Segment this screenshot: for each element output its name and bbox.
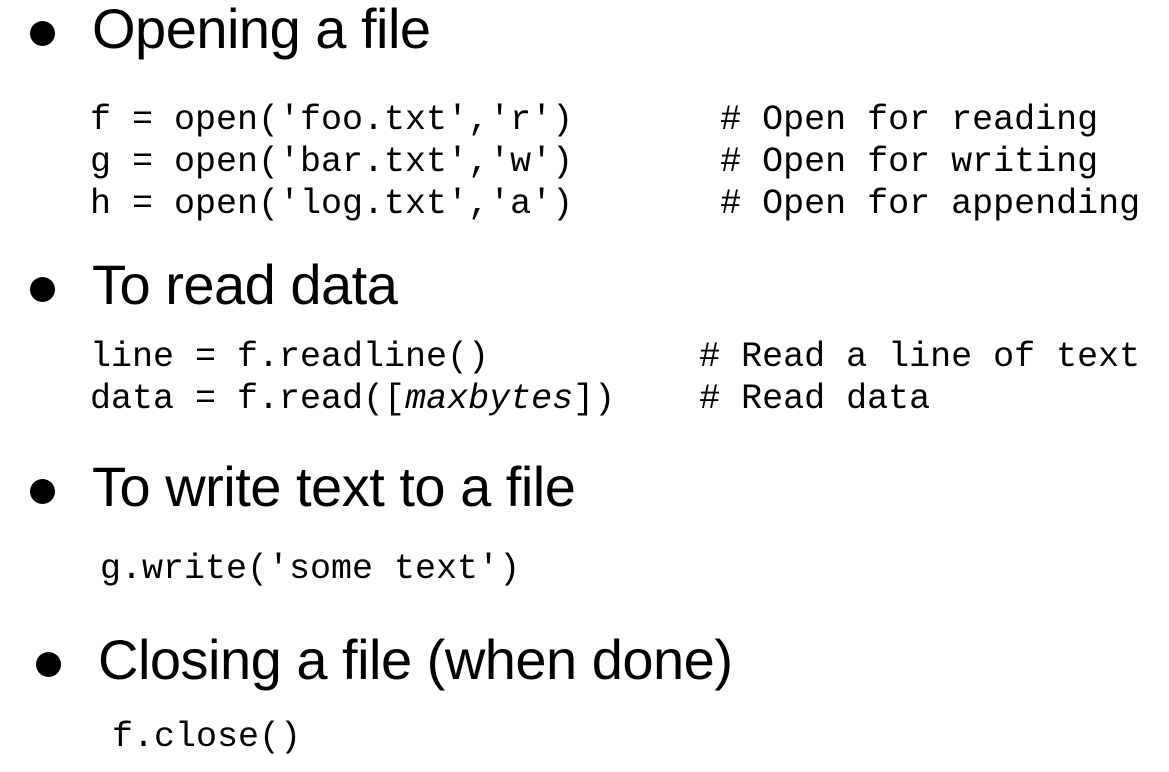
code-text: g.write('some text') [100, 549, 521, 589]
code-text: line = f.readline() # Read a line of tex… [90, 337, 1141, 377]
code-block-closing-a-file: f.close() [112, 716, 301, 758]
bullet-item-closing-a-file: Closing a file (when done) [36, 628, 733, 691]
code-text: g = open('bar.txt','w') # Open for writi… [90, 142, 1099, 182]
bullet-icon [30, 277, 55, 302]
bullet-item-opening-a-file: Opening a file [30, 1, 431, 57]
code-text: h = open('log.txt','a') # Open for appen… [90, 184, 1141, 224]
bullet-item-to-read-data: To read data [30, 253, 398, 316]
code-block-to-write-text: g.write('some text') [100, 548, 520, 590]
code-line: g.write('some text') [100, 548, 520, 590]
code-block-to-read-data: line = f.readline() # Read a line of tex… [90, 336, 1140, 420]
code-text: f = open('foo.txt','r') # Open for readi… [90, 100, 1099, 140]
section-heading: To read data [92, 253, 398, 316]
code-line: h = open('log.txt','a') # Open for appen… [90, 183, 1140, 225]
code-text: data = f.read([ [90, 379, 406, 419]
code-line: f = open('foo.txt','r') # Open for readi… [90, 99, 1140, 141]
code-line: line = f.readline() # Read a line of tex… [90, 336, 1140, 378]
bullet-icon [30, 21, 55, 46]
section-heading: To write text to a file [92, 455, 576, 518]
code-line: data = f.read([maxbytes]) # Read data [90, 378, 1140, 420]
code-line: g = open('bar.txt','w') # Open for writi… [90, 141, 1140, 183]
section-heading: Opening a file [92, 0, 431, 60]
code-line: f.close() [112, 716, 301, 758]
code-text: f.close() [112, 717, 302, 757]
bullet-icon [30, 479, 55, 504]
bullet-icon [36, 652, 61, 677]
code-text-italic-parameter: maxbytes [405, 379, 574, 419]
code-text: ]) # Read data [573, 379, 931, 419]
section-heading: Closing a file (when done) [98, 628, 733, 691]
bullet-item-to-write-text: To write text to a file [30, 455, 576, 518]
code-block-opening-a-file: f = open('foo.txt','r') # Open for readi… [90, 99, 1140, 225]
